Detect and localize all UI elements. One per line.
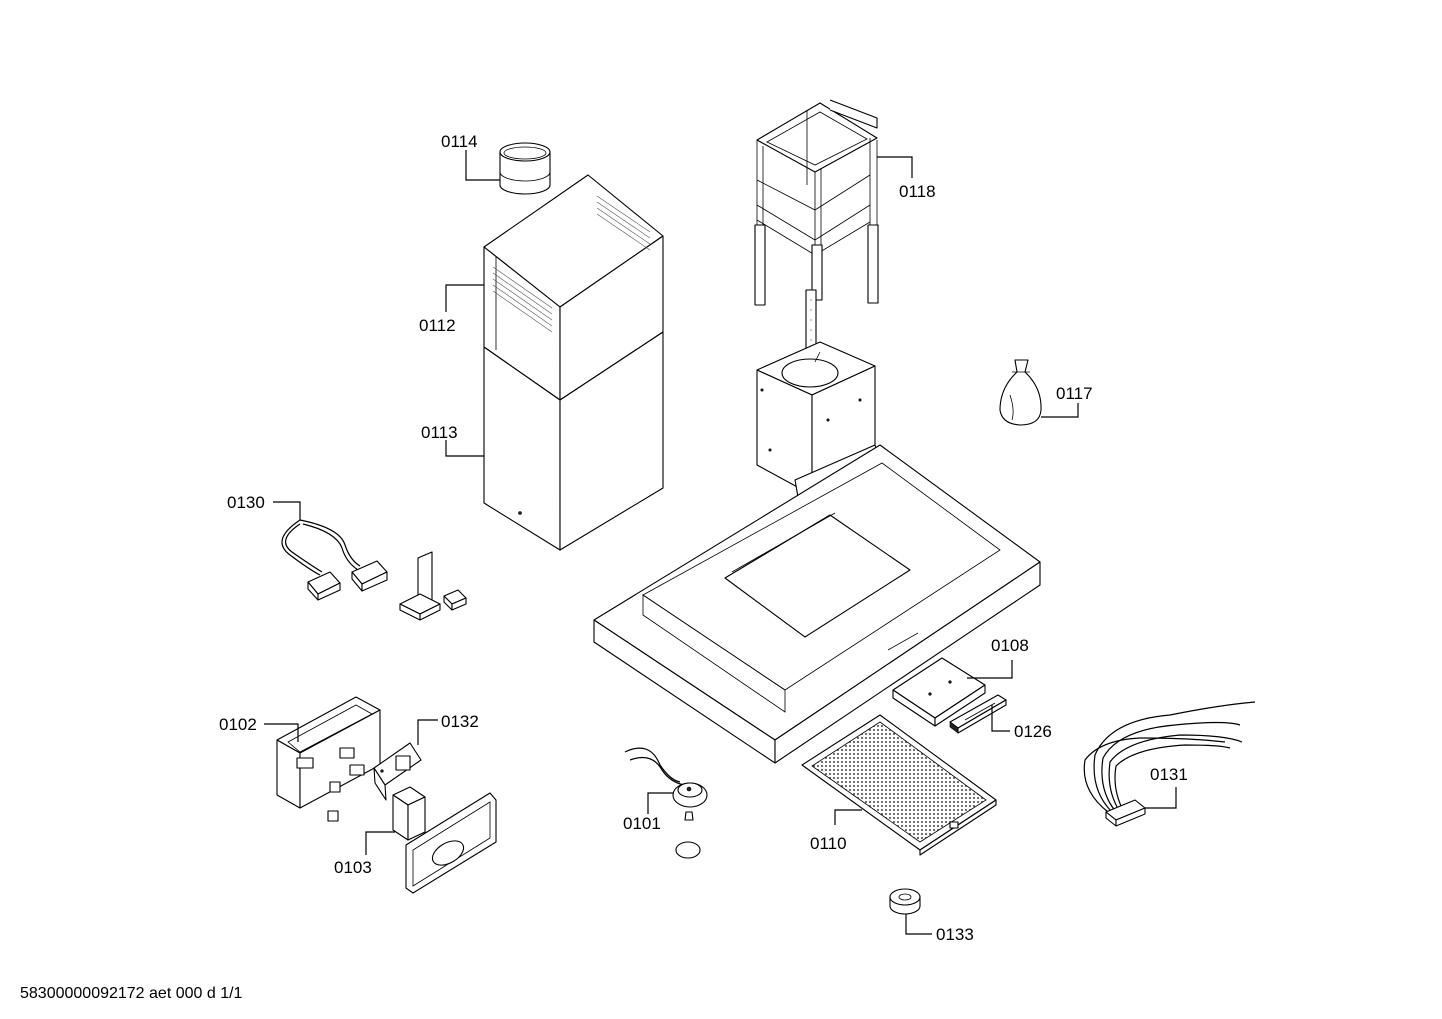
svg-text:0132: 0132 — [441, 712, 479, 731]
callout-0113: 0113 — [421, 423, 484, 457]
callout-0131: 0131 — [1145, 765, 1188, 809]
callout-0108: 0108 — [967, 636, 1029, 679]
part-canopy — [593, 444, 1041, 764]
part-0102-electronics-box — [276, 696, 381, 822]
callout-0130: 0130 — [227, 493, 301, 520]
svg-text:0117: 0117 — [1056, 384, 1093, 403]
part-0101-lamp-assembly — [624, 747, 708, 859]
callout-0133: 0133 — [905, 914, 974, 944]
part-0113-lower-chimney — [483, 331, 664, 551]
part-0114-duct-connector — [499, 142, 551, 195]
callout-0101: 0101 — [623, 792, 674, 833]
callout-0118: 0118 — [877, 156, 936, 201]
svg-text:0108: 0108 — [991, 636, 1029, 655]
svg-text:0118: 0118 — [899, 182, 936, 201]
svg-text:0102: 0102 — [219, 715, 257, 734]
callout-0112: 0112 — [419, 284, 484, 335]
part-0130-cable — [281, 519, 388, 601]
svg-text:0103: 0103 — [334, 858, 372, 877]
part-0132-circuit-board — [373, 742, 422, 801]
document-id: 58300000092172 aet 000 d 1/1 — [20, 985, 243, 1002]
svg-text:0130: 0130 — [227, 493, 265, 512]
svg-text:0101: 0101 — [623, 814, 661, 833]
svg-text:0110: 0110 — [810, 834, 847, 853]
part-0103-module — [392, 786, 426, 841]
part-0126-control-strip — [949, 694, 1007, 734]
svg-text:0114: 0114 — [441, 132, 478, 151]
callout-0103: 0103 — [334, 831, 395, 877]
svg-text:0126: 0126 — [1014, 722, 1052, 741]
callout-0117: 0117 — [1041, 384, 1093, 418]
part-0117-accessory-bag — [999, 359, 1042, 426]
part-bracket — [399, 551, 467, 621]
part-0108-mounting-plate — [892, 657, 986, 727]
callout-0102: 0102 — [219, 715, 299, 742]
part-0131-wiring-harness — [1083, 701, 1256, 827]
svg-text:0113: 0113 — [421, 423, 458, 442]
svg-text:0133: 0133 — [936, 925, 974, 944]
callout-0114: 0114 — [441, 132, 500, 181]
part-0110-grease-filter — [801, 714, 997, 856]
svg-text:0112: 0112 — [419, 316, 456, 335]
part-0118-mounting-frame — [754, 99, 879, 351]
part-control-panel — [405, 792, 497, 894]
callout-0132: 0132 — [417, 712, 479, 745]
callout-0126: 0126 — [991, 705, 1052, 741]
svg-text:0131: 0131 — [1150, 765, 1188, 784]
part-0112-upper-chimney — [483, 174, 664, 401]
callout-0110: 0110 — [810, 809, 862, 853]
part-0133-ring-seal — [889, 888, 921, 915]
